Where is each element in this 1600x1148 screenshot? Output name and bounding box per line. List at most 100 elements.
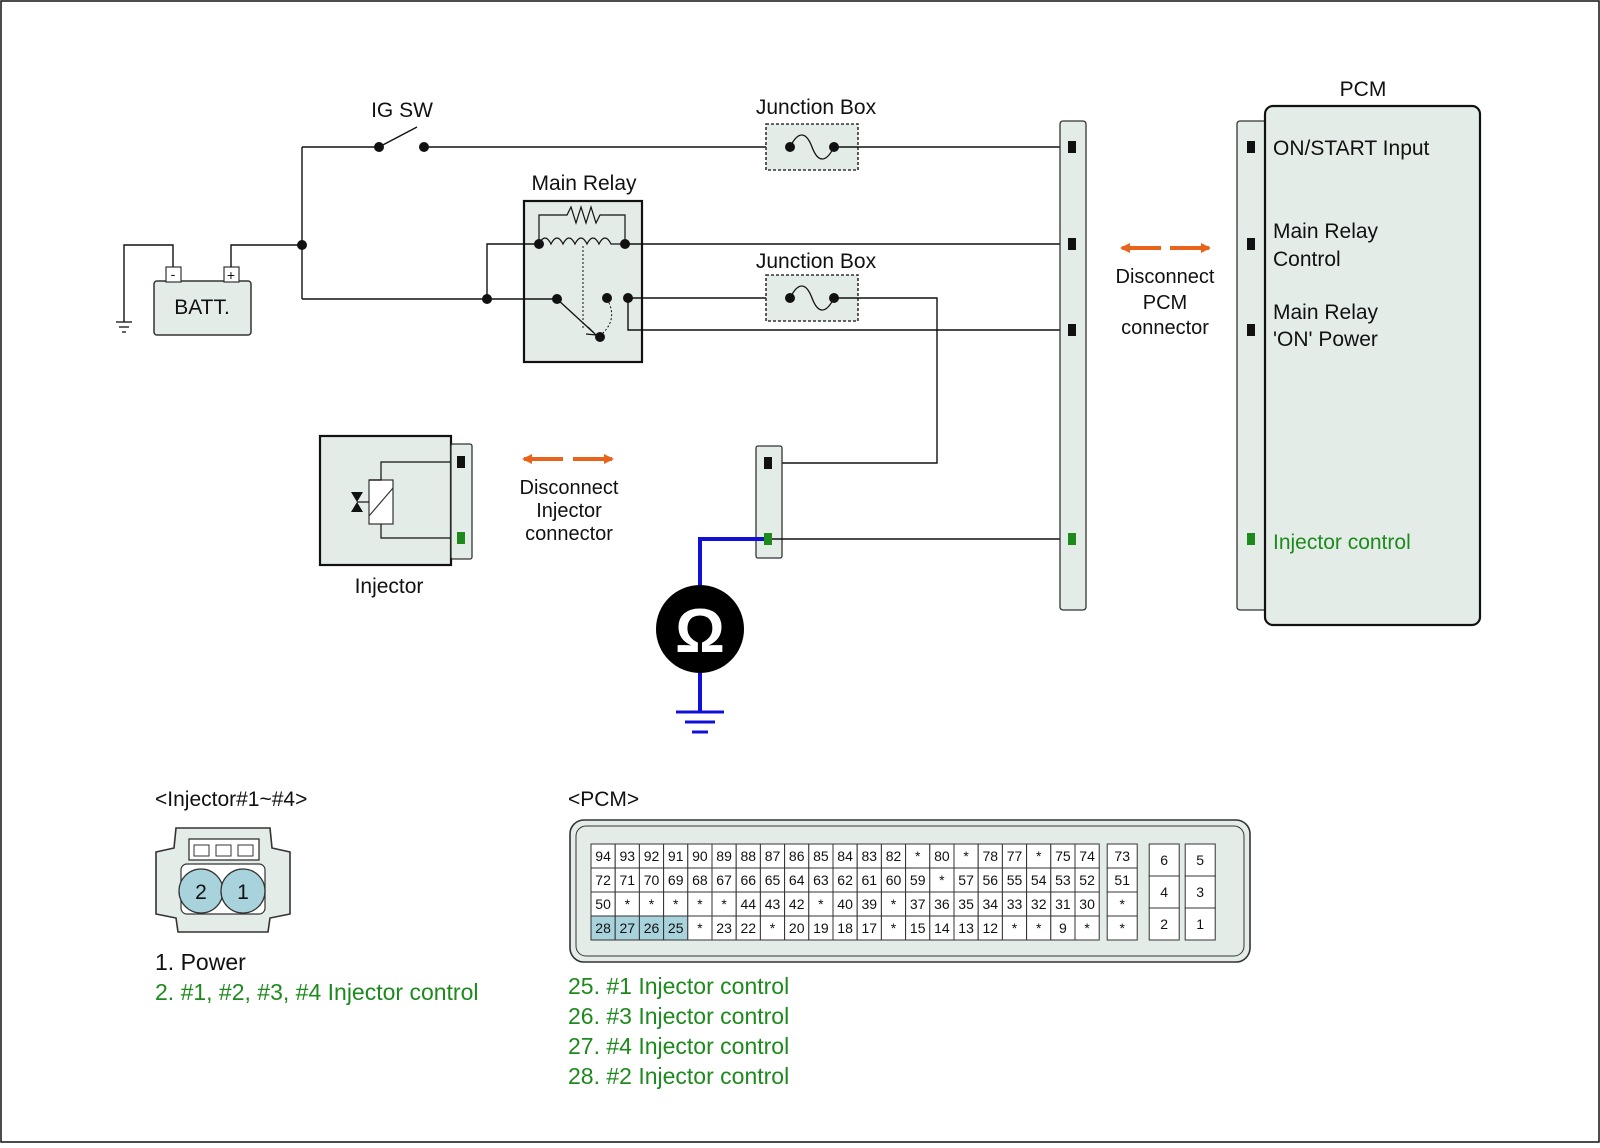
pcm-pin-label: 50: [595, 896, 611, 912]
pcm-pin-label: *: [1119, 920, 1125, 936]
pcm-pin-label: 94: [595, 848, 611, 864]
pcm-pin-cell: [687, 891, 713, 917]
pcm-pin-cell: [1106, 915, 1138, 941]
pcm-pin-label: 83: [862, 848, 878, 864]
pcm-pin-label: 13: [958, 920, 974, 936]
ig-switch: [374, 126, 429, 152]
svg-text:PCM: PCM: [1143, 292, 1187, 314]
pcm-harness-pin-relay-power: [1068, 324, 1076, 336]
pcm-side-pin-label: 6: [1160, 852, 1168, 868]
pcm-pin-label: 44: [741, 896, 757, 912]
pcm-pin-label: 78: [983, 848, 999, 864]
pcm-pin-label: 12: [983, 920, 999, 936]
pcm-pin-cell: [638, 915, 665, 941]
pcm-pin-label: 32: [1031, 896, 1047, 912]
pcm-pin-label: 37: [910, 896, 926, 912]
pcm-pin-label: 25: [668, 920, 684, 936]
pcm-pin-label: *: [721, 896, 727, 912]
pcm-harness-pin-on-start: [1068, 141, 1076, 153]
ohmmeter-ground-icon: [676, 710, 724, 734]
pcm-pin-label: 20: [789, 920, 805, 936]
pcm-harness-connector: [1059, 120, 1087, 611]
pcm-pin-cell: [1106, 891, 1138, 917]
pcm-pin-label: 55: [1007, 872, 1023, 888]
injector-pin-1: [457, 456, 465, 468]
pcm-pin-cell: [1001, 891, 1028, 917]
pcm-pin-label: 19: [813, 920, 829, 936]
pcm-pin-cell: [1050, 915, 1076, 941]
pcm-pin-cell: [759, 915, 786, 941]
pcm-pin-label: *: [891, 896, 897, 912]
pcm-relay-power-label-2: 'ON' Power: [1273, 328, 1378, 351]
ig-sw-label: IG SW: [371, 99, 433, 122]
ohmmeter: Ω: [656, 585, 744, 673]
pcm-pin-cell: [808, 843, 834, 869]
pcm-pin-cell: [735, 915, 761, 941]
pcm-pin-cell: [759, 867, 786, 893]
pcm-pin-cell: [1026, 891, 1052, 917]
pcm-pin-label: *: [818, 896, 824, 912]
injector-power-wire: [768, 297, 938, 464]
pcm-pin-label: 56: [983, 872, 999, 888]
pcm-pin-label: 71: [620, 872, 636, 888]
pcm-pin-label: 27: [620, 920, 636, 936]
pcm-pin-cell: [929, 915, 955, 941]
pcm-pin-label: 89: [716, 848, 732, 864]
pcm-pin-label: 53: [1055, 872, 1071, 888]
pcm-pin-label: *: [1036, 848, 1042, 864]
pcm-pin-label: *: [625, 896, 631, 912]
pcm-pin-label: 35: [958, 896, 974, 912]
pcm-pin-label: *: [697, 896, 703, 912]
pcm-pin-label: 69: [668, 872, 684, 888]
pcm-pin-label: 15: [910, 920, 926, 936]
harness-pin-1: [764, 457, 772, 469]
pcm-side-pin-label: 1: [1196, 916, 1204, 932]
injector-face-pin-2-label: 2: [195, 881, 207, 904]
pcm-pin-cell: [1001, 915, 1028, 941]
pcm-pin-cell: [953, 915, 979, 941]
pcm-pin-label: 74: [1079, 848, 1095, 864]
pcm-pin-label: *: [1084, 920, 1090, 936]
injector-connector: [450, 443, 473, 560]
injector-connector-title: <Injector#1~#4>: [155, 788, 307, 811]
pcm-pin-cell: [905, 915, 931, 941]
pcm-pin-cell: [590, 891, 616, 917]
pcm-pin-label: 34: [983, 896, 999, 912]
pcm-side-pin-label: 5: [1196, 852, 1204, 868]
pcm-legend-item: 27. #4 Injector control: [568, 1033, 789, 1059]
pcm-pin-label: 59: [910, 872, 926, 888]
battery-minus-label: -: [171, 266, 176, 282]
pcm-pin-cell: [808, 915, 834, 941]
pcm-pin-cell: [663, 891, 689, 917]
pcm-pin-relay-control: [1247, 238, 1255, 250]
injector-harness-connector: [755, 445, 783, 559]
pcm-pin-label: *: [673, 896, 679, 912]
pcm-title: PCM: [1340, 78, 1387, 101]
main-relay-label: Main Relay: [531, 172, 637, 195]
pcm-pin-label: 52: [1079, 872, 1095, 888]
pcm-relay-power-label-1: Main Relay: [1273, 301, 1379, 324]
pcm-pin-label: *: [1119, 896, 1125, 912]
pcm-pin-label: 51: [1114, 872, 1130, 888]
pcm-pin-label: 61: [862, 872, 878, 888]
battery-plus-wire: [230, 244, 302, 267]
pcm-pin-label: 85: [813, 848, 829, 864]
pcm-pin-label: 77: [1007, 848, 1023, 864]
pcm-pin-label: 9: [1059, 920, 1067, 936]
pcm-connector-title: <PCM>: [568, 788, 639, 811]
injector-face-pin-1-label: 1: [237, 881, 249, 904]
pcm-pin-label: 30: [1079, 896, 1095, 912]
pcm-pin-label: 33: [1007, 896, 1023, 912]
injector-legend-item: 1. Power: [155, 949, 246, 975]
svg-text:connector: connector: [1121, 317, 1209, 339]
pcm-pin-cell: [784, 915, 810, 941]
junction-box-2-label: Junction Box: [756, 250, 877, 273]
pcm-side-pin-cell: [1184, 843, 1216, 877]
ohm-symbol-icon: Ω: [675, 597, 725, 666]
pcm-pin-cell: [953, 843, 979, 869]
pcm-pin-label: 67: [716, 872, 732, 888]
pcm-pin-label: 22: [741, 920, 757, 936]
pcm-pin-cell: [663, 843, 689, 869]
battery-ground-wire: [123, 244, 174, 322]
